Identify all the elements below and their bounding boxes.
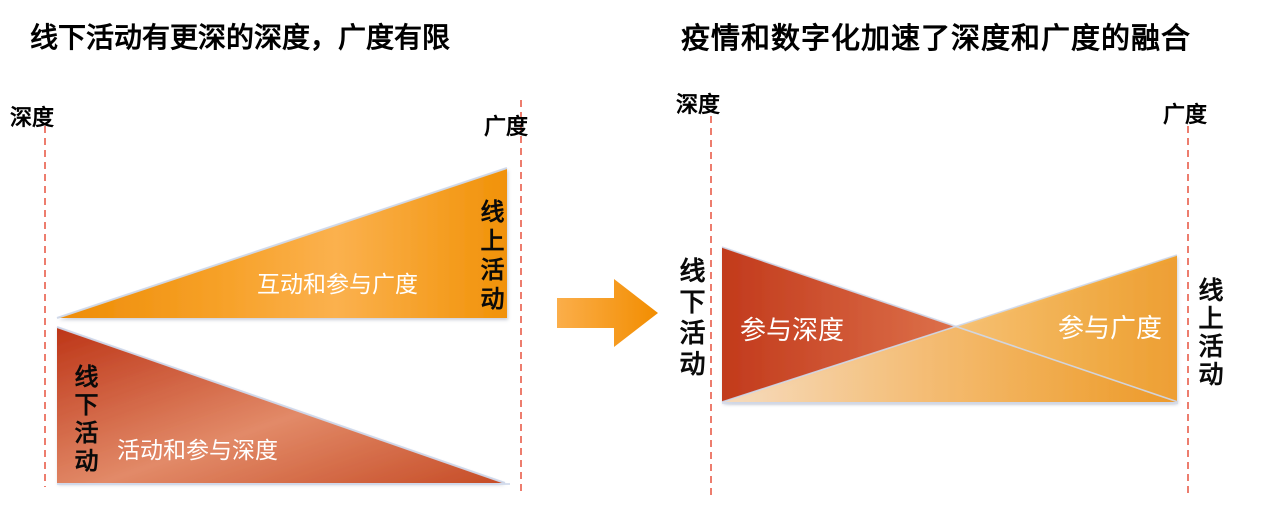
left-online-activity-side-label: 线上活动: [476, 199, 503, 315]
left-breadth-triangle-edge-line: [56, 167, 508, 319]
right-panel-title: 疫情和数字化加速了深度和广度的融合: [681, 23, 1192, 55]
left-depth-triangle-label: 活动和参与深度: [117, 437, 278, 463]
right-arrow-icon: [557, 279, 658, 347]
right-breadth-triangle-edge-line: [721, 254, 1178, 403]
right-panel-depth-axis-guide: [710, 116, 712, 498]
right-depth-triangle-edge-line: [721, 246, 1179, 403]
left-panel-depth-axis-guide: [44, 126, 46, 487]
left-breadth-axis-label: 广度: [484, 114, 529, 139]
right-online-activity-side-label: 线上活动: [1195, 277, 1223, 389]
left-breadth-triangle-label: 互动和参与广度: [257, 271, 418, 297]
right-offline-activity-side-label: 线下活动: [676, 257, 706, 381]
left-depth-triangle-edge-line: [56, 326, 506, 484]
left-depth-axis-label: 深度: [10, 105, 55, 130]
right-panel-breadth-axis-guide: [1187, 126, 1189, 498]
right-breadth-axis-label: 广度: [1163, 102, 1208, 127]
left-offline-activity-side-label: 线下活动: [70, 364, 97, 476]
left-panel-breadth-axis-guide: [520, 100, 522, 491]
right-breadth-triangle-label: 参与广度: [1058, 313, 1163, 343]
right-depth-triangle-label: 参与深度: [740, 315, 845, 345]
left-panel-title: 线下活动有更深的深度，广度有限: [30, 22, 451, 53]
right-depth-axis-label: 深度: [676, 92, 721, 117]
